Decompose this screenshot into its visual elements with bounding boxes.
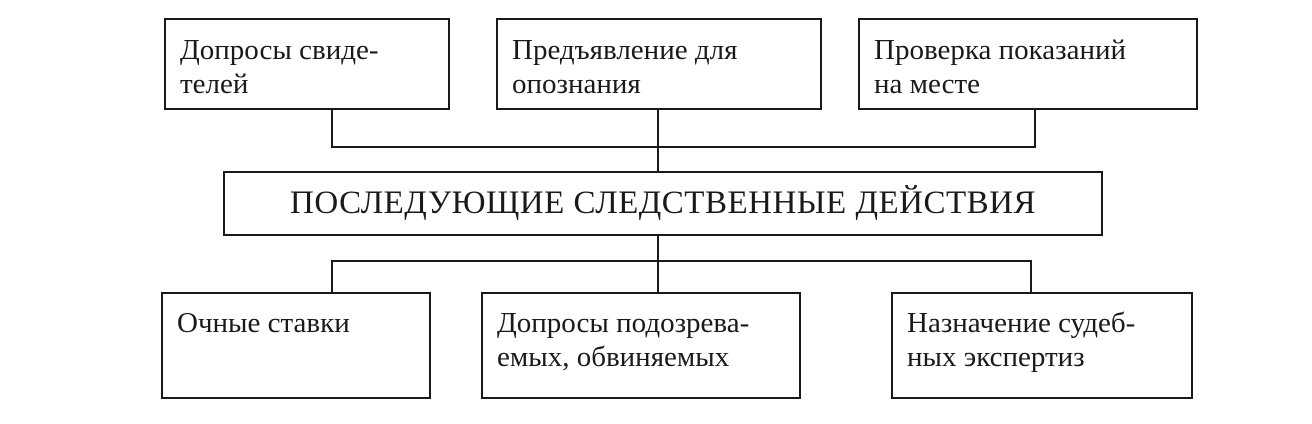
node-label: Очные ставки (177, 306, 423, 340)
node-subsequent-investigative-actions: ПОСЛЕДУЮЩИЕ СЛЕДСТВЕННЫЕ ДЕЙСТВИЯ (223, 171, 1103, 236)
node-label: Предъявление для опознания (512, 33, 814, 101)
node-label-line: Проверка показаний (874, 34, 1127, 66)
node-label: Назначение судеб- ных экспертиз (907, 306, 1185, 374)
node-label: Допросы свиде- телей (180, 33, 442, 101)
center-node-label: ПОСЛЕДУЮЩИЕ СЛЕДСТВЕННЫЕ ДЕЙСТВИЯ (290, 185, 1036, 221)
node-label-line: телей (180, 68, 249, 100)
node-label-line: ных экспертиз (907, 341, 1085, 373)
node-label-line: на месте (874, 68, 981, 100)
node-label-line: емых, обвиняемых (497, 341, 730, 373)
node-label-line: Допросы свиде- (180, 34, 379, 66)
node-label-line: опознания (512, 68, 641, 100)
node-label-line: Назначение судеб- (907, 307, 1136, 339)
node-confrontations: Очные ставки (161, 292, 431, 399)
node-label: Проверка показаний на месте (874, 33, 1190, 101)
node-identification-presentation: Предъявление для опознания (496, 18, 822, 110)
node-label-line: Очные ставки (177, 307, 350, 339)
node-label: Допросы подозрева- емых, обвиняемых (497, 306, 793, 374)
node-on-site-verification: Проверка показаний на месте (858, 18, 1198, 110)
node-witness-interrogation: Допросы свиде- телей (164, 18, 450, 110)
node-label-line: Допросы подозрева- (497, 307, 750, 339)
node-suspect-interrogation: Допросы подозрева- емых, обвиняемых (481, 292, 801, 399)
node-forensic-examinations: Назначение судеб- ных экспертиз (891, 292, 1193, 399)
node-label-line: Предъявление для (512, 34, 738, 66)
